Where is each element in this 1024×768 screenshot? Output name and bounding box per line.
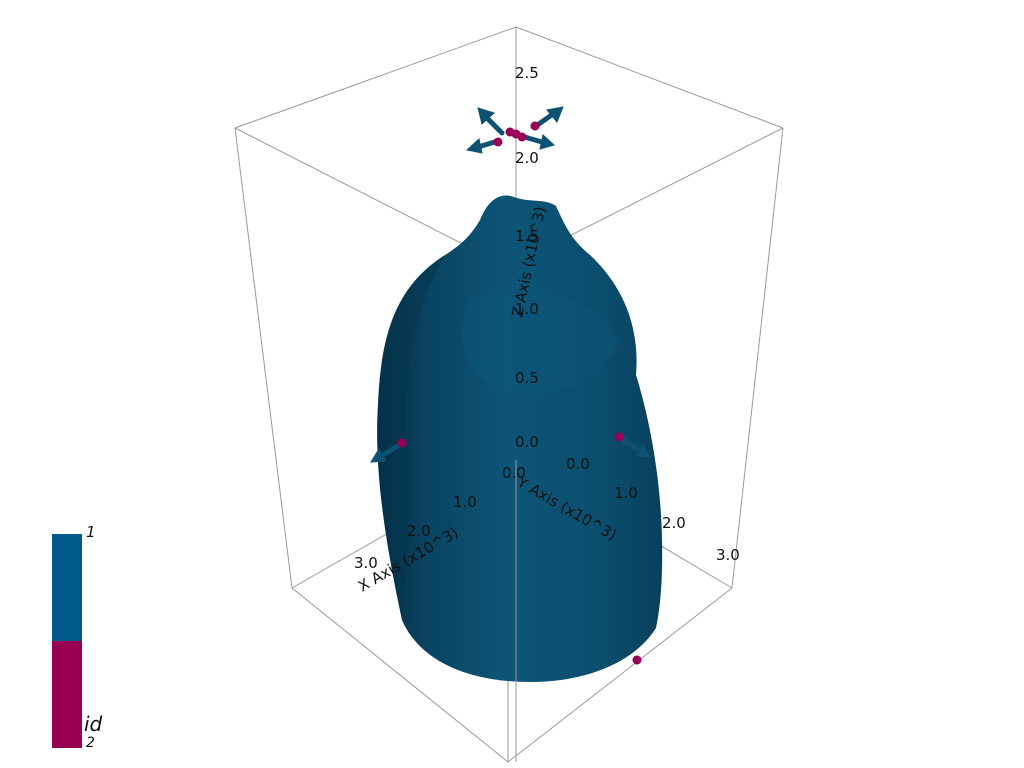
z-tick-label: 1.0 [515,300,539,318]
y-tick-label: 1.0 [614,484,638,502]
colorbar-title: id [84,712,103,736]
y-tick-label: 2.0 [662,514,686,532]
x-tick-label: 3.0 [354,554,378,572]
colorbar-segment-high [52,534,82,641]
z-tick-label: 1.5 [515,227,539,245]
z-tick-label: 0.5 [515,369,539,387]
glyph-arrows [370,106,651,463]
data-point [517,132,527,142]
data-point [397,438,407,448]
z-tick-label: 2.5 [515,64,539,82]
x-axis-ticks: 0.0 1.0 2.0 3.0 [354,464,526,572]
z-axis-ticks: 2.5 2.0 1.5 1.0 0.5 0.0 [515,64,539,451]
z-tick-label: 2.0 [515,149,539,167]
data-point [530,121,540,131]
colorbar-segment-low [52,641,82,748]
surface-mesh[interactable] [377,195,663,682]
data-point [632,655,642,665]
x-tick-label: 0.0 [502,464,526,482]
z-tick-label: 0.0 [515,433,539,451]
data-points [397,121,642,665]
y-tick-label: 3.0 [716,546,740,564]
data-point [493,137,503,147]
x-tick-label: 2.0 [407,522,431,540]
colorbar-max-label: 1 [86,523,96,541]
y-axis-ticks: 0.0 1.0 2.0 3.0 [566,455,740,564]
y-tick-label: 0.0 [566,455,590,473]
data-point [614,432,624,442]
x-tick-label: 1.0 [453,493,477,511]
colorbar [52,534,82,748]
colorbar-min-label: 2 [86,735,95,751]
